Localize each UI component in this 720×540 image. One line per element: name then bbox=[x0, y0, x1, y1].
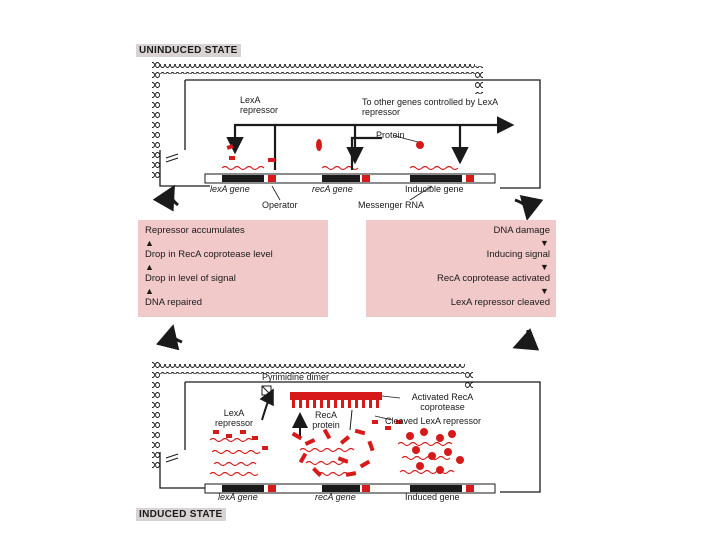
right-process-box bbox=[366, 220, 556, 317]
left-line-1: Repressor accumulates bbox=[145, 225, 245, 236]
top-mrna bbox=[221, 165, 459, 171]
operator-label: Operator bbox=[262, 200, 298, 210]
pyrimidine-dimer-marker bbox=[261, 385, 272, 396]
left-line-4: DNA repaired bbox=[145, 297, 203, 308]
activated-reca-label: Activated RecA coprotease bbox=[411, 392, 474, 412]
left-line-3: Drop in level of signal bbox=[145, 273, 236, 284]
cycle-arrows bbox=[152, 184, 544, 351]
pyrimidine-dimer-label: Pyrimidine dimer bbox=[262, 372, 330, 382]
induced-gene-label: Induced gene bbox=[405, 492, 460, 502]
bottom-mrna bbox=[209, 437, 455, 477]
protein-label: Protein bbox=[376, 130, 405, 140]
bottom-lexa-fragments bbox=[213, 420, 402, 450]
right-line-1: DNA damage bbox=[493, 225, 550, 236]
right-line-4: LexA repressor cleaved bbox=[450, 297, 550, 308]
uninduced-state-title: UNINDUCED STATE bbox=[136, 44, 241, 57]
inducible-gene-label: Inducible gene bbox=[405, 184, 464, 194]
top-arrows bbox=[226, 116, 515, 170]
reca-filament bbox=[290, 392, 382, 408]
right-line-3: RecA coprotease activated bbox=[436, 273, 550, 284]
bottom-induced-proteins bbox=[406, 428, 464, 474]
up-arrow-icon: ▲ bbox=[145, 238, 154, 248]
down-arrow-icon: ▼ bbox=[540, 286, 549, 296]
bottom-reca-proteins bbox=[291, 428, 375, 477]
bottom-lexa-gene-label: lexA gene bbox=[218, 492, 258, 502]
top-proteins bbox=[226, 139, 424, 162]
induced-state-title: INDUCED STATE bbox=[136, 508, 226, 521]
bottom-lexa-repressor-label: LexA repressor bbox=[214, 408, 253, 428]
down-arrow-icon: ▼ bbox=[540, 238, 549, 248]
down-arrow-icon: ▼ bbox=[540, 262, 549, 272]
left-line-2: Drop in RecA coprotease level bbox=[145, 249, 273, 260]
top-gene-bar bbox=[204, 173, 496, 184]
bottom-reca-gene-label: recA gene bbox=[315, 492, 356, 502]
bottom-dna-helix bbox=[152, 362, 541, 493]
right-line-2: Inducing signal bbox=[486, 249, 550, 260]
messenger-rna-label: Messenger RNA bbox=[358, 200, 425, 210]
up-arrow-icon: ▲ bbox=[145, 286, 154, 296]
left-process-box bbox=[138, 220, 328, 317]
top-reca-gene-label: recA gene bbox=[312, 184, 353, 194]
bottom-gene-bar bbox=[204, 483, 496, 494]
other-genes-label: To other genes controlled by LexA repres… bbox=[362, 97, 498, 117]
top-lexa-repressor-label: LexA repressor bbox=[240, 95, 279, 115]
reca-protein-label: RecA protein bbox=[312, 410, 340, 430]
cleaved-lexa-label: Cleaved LexA repressor bbox=[385, 416, 482, 426]
top-lexa-gene-label: lexA gene bbox=[210, 184, 250, 194]
up-arrow-icon: ▲ bbox=[145, 262, 154, 272]
